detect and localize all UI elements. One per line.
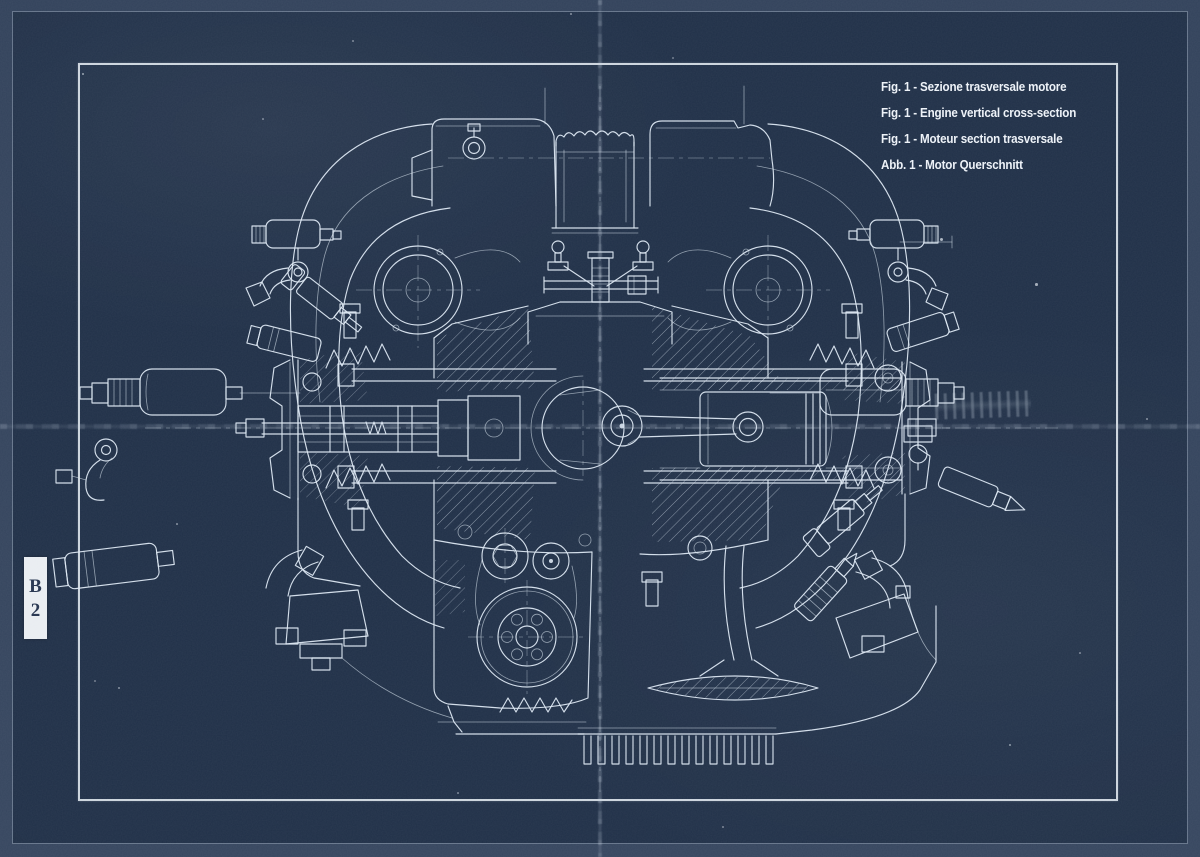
scuff-mark [934, 390, 1032, 420]
paper-speck [570, 13, 572, 15]
plate-label: B 2 [24, 557, 47, 639]
paper-speck [1146, 418, 1148, 420]
paper-speck [1009, 744, 1011, 746]
pressure-regulator-left [52, 368, 301, 590]
paper-speck [94, 680, 96, 682]
paper-speck [457, 792, 459, 794]
paper-speck [1035, 283, 1038, 286]
intake-plenum-left [411, 118, 557, 207]
caption-line-1: Fig. 1 - Sezione trasversale motore [881, 80, 1067, 94]
fuel-fittings-top-left [245, 219, 363, 362]
paper-speck [1079, 652, 1081, 654]
plate-number: 2 [30, 599, 41, 621]
air-cleaner [551, 130, 639, 234]
fuel-fittings-top-right [848, 219, 960, 352]
paper-speck [118, 687, 120, 689]
caption-line-3: Fig. 1 - Moteur section trasversale [881, 132, 1063, 146]
engine-mount-left [265, 497, 369, 671]
caption-line-4: Abb. 1 - Motor Querschnitt [881, 158, 1023, 172]
engine-mount-right [835, 493, 937, 661]
figure-caption-block: Fig. 1 - Sezione trasversale motore Fig.… [881, 74, 1076, 178]
paper-speck [262, 118, 264, 120]
connecting-rod [627, 409, 764, 445]
oil-pickup [641, 535, 819, 701]
paper-speck [722, 826, 724, 828]
caption-line-2: Fig. 1 - Engine vertical cross-section [881, 106, 1077, 120]
paper-speck [176, 523, 178, 525]
plate-letter: B [29, 575, 42, 597]
crankcase [339, 303, 863, 556]
oil-sump [341, 605, 937, 765]
paper-speck [82, 73, 84, 75]
paper-speck [940, 238, 943, 241]
intake-plenum-right [649, 120, 775, 207]
section-hatching [300, 306, 905, 699]
paper-speck [352, 40, 354, 42]
paper-speck [672, 57, 674, 59]
